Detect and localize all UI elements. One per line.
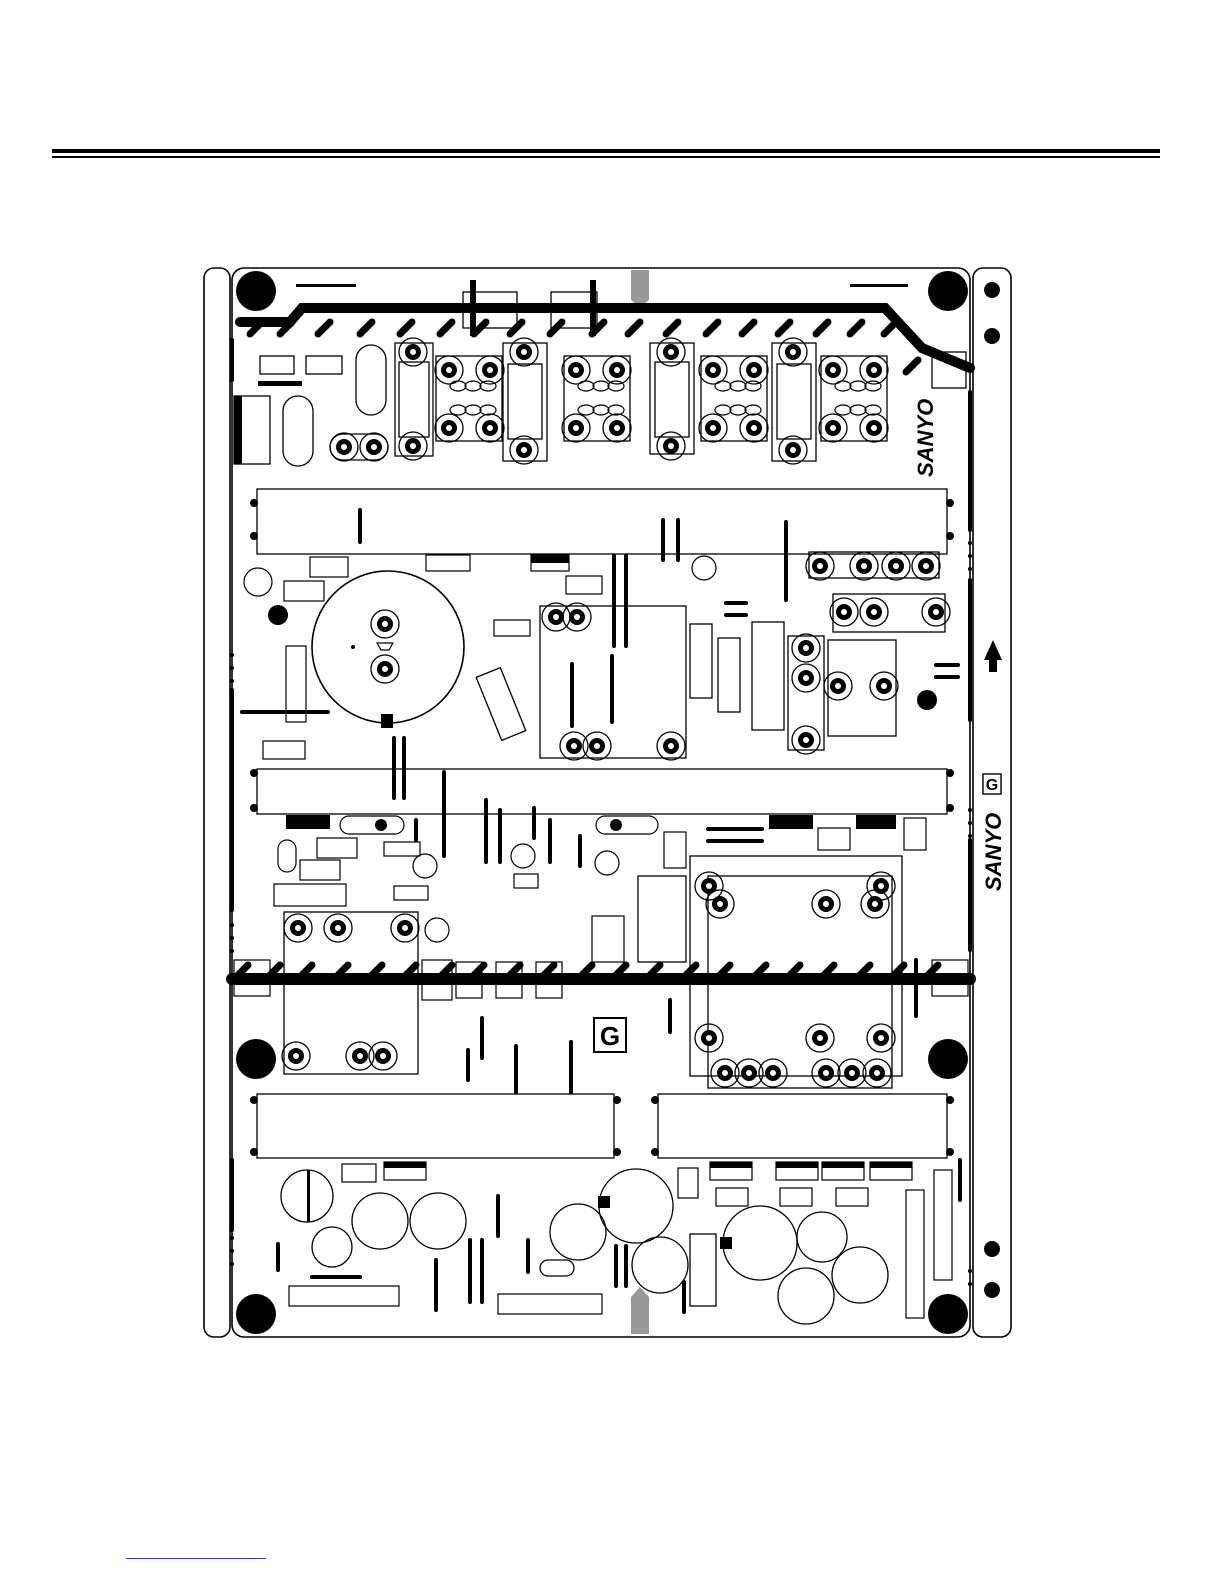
alignment-marker-bottom — [631, 1287, 649, 1334]
brand-logo-top: SANYO — [913, 399, 938, 477]
pads-top-row — [399, 338, 888, 464]
lower-capacitors — [281, 1169, 888, 1324]
ground-symbol-right: G — [983, 774, 1001, 794]
header-bars — [384, 1162, 912, 1168]
middle-power-pads — [542, 552, 950, 760]
small-part-fills — [234, 555, 968, 1000]
brand-logo-side: SANYO — [981, 813, 1006, 891]
ground-symbol-center-label: G — [600, 1021, 620, 1051]
ground-symbol-center: G — [594, 1018, 626, 1052]
main-capacitor — [312, 571, 464, 728]
horizontal-jumpers — [242, 603, 958, 1277]
middle-power-module — [476, 552, 945, 758]
ground-symbol-right-label: G — [986, 777, 998, 794]
arrow-up-icon — [984, 640, 1002, 672]
relay-modules-top — [395, 343, 887, 461]
footer-rule — [126, 1558, 266, 1559]
header-rule — [52, 149, 1160, 158]
edge-dots — [230, 541, 972, 1286]
bottom-bus-trace — [232, 965, 970, 979]
alignment-marker-top — [631, 270, 649, 308]
